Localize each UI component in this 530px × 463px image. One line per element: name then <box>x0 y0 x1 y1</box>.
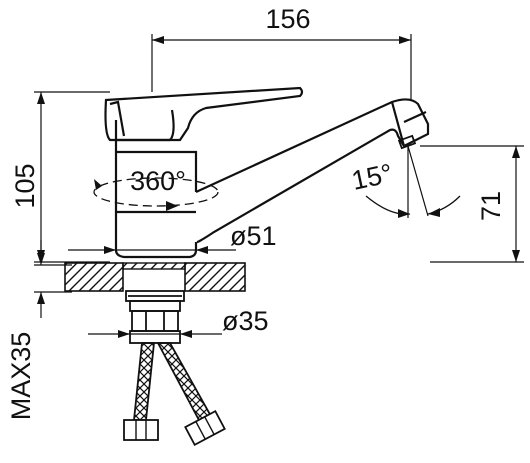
dim-max-thickness-label: MAX35 <box>6 332 36 421</box>
outlet-angle-label: 15° <box>349 158 395 196</box>
rotation-label: 360° <box>130 166 186 196</box>
dim-spout-height-label: 71 <box>476 191 506 221</box>
dim-max-thickness: MAX35 <box>6 240 72 420</box>
dim-length-label: 156 <box>265 4 310 34</box>
dim-length: 156 <box>151 4 412 100</box>
rotation-indicator: 360° <box>93 166 219 211</box>
dim-shank-diameter-label: ø35 <box>222 306 269 336</box>
dim-body-height: 105 <box>10 91 110 263</box>
shank-assembly <box>125 290 185 344</box>
dim-spout-height: 71 <box>420 145 524 263</box>
outlet-angle-indicator: 15° <box>349 145 461 218</box>
dim-body-diameter-label: ø51 <box>230 221 277 251</box>
dim-body-diameter: ø51 <box>68 221 277 254</box>
dim-body-height-label: 105 <box>10 163 40 208</box>
spout <box>194 98 430 244</box>
flex-hoses <box>123 342 226 447</box>
countertop <box>64 262 246 292</box>
dim-shank-diameter: ø35 <box>88 306 269 338</box>
lever-handle[interactable] <box>104 86 304 142</box>
